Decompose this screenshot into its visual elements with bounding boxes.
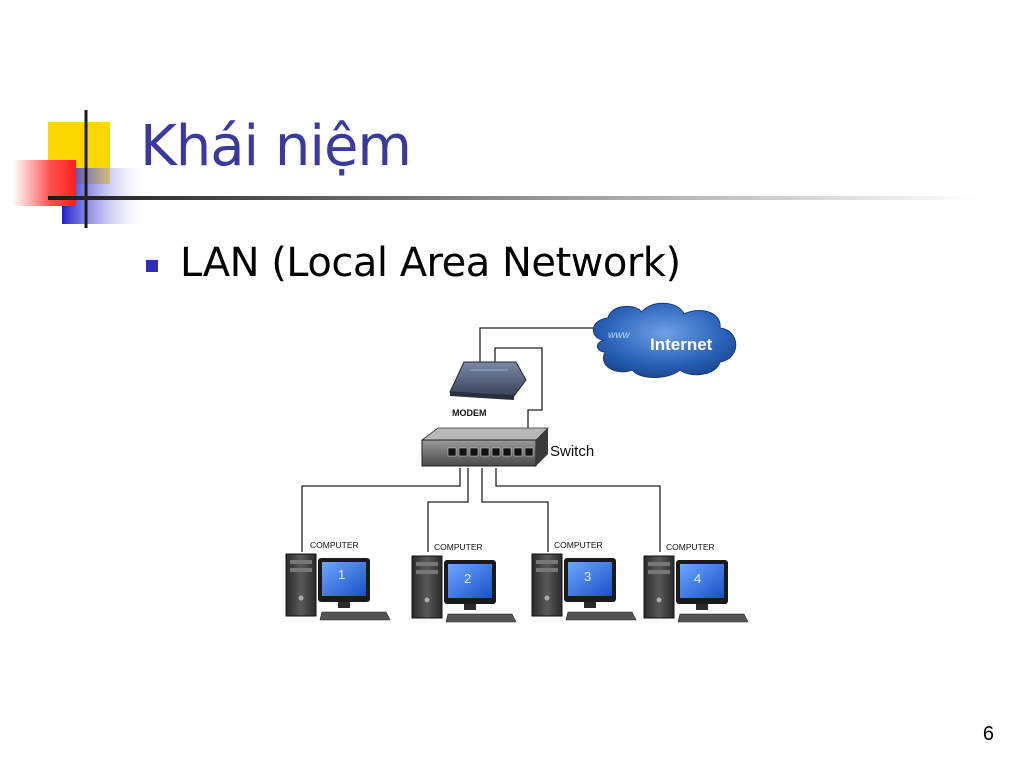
switch-label: Switch: [550, 443, 594, 460]
network-cables: [301, 327, 661, 552]
computer-3-icon: COMPUTER 3: [531, 540, 637, 621]
computer-number: 2: [464, 571, 471, 586]
cloud-prefix: www: [608, 330, 630, 341]
computer-number: 4: [694, 571, 701, 586]
switch-icon: Switch: [420, 427, 594, 467]
title-decoration: [12, 110, 978, 228]
bullet-square-icon: [146, 260, 158, 272]
slide-title: Khái niệm: [140, 114, 412, 179]
computer-caption: COMPUTER: [434, 542, 483, 552]
bullet-text: LAN (Local Area Network): [180, 240, 681, 286]
internet-label: Internet: [650, 335, 713, 354]
title-rule: [48, 196, 978, 200]
computer-1-icon: COMPUTER 1: [285, 540, 391, 621]
internet-cloud-icon: www Internet: [592, 302, 737, 378]
computer-2-icon: COMPUTER 2: [411, 542, 517, 623]
computer-caption: COMPUTER: [666, 542, 715, 552]
computer-number: 3: [584, 569, 591, 584]
lan-diagram: www Internet MODEM Switch COMPUTER: [285, 302, 749, 623]
page-number: 6: [982, 723, 994, 745]
computer-4-icon: COMPUTER 4: [643, 542, 749, 623]
computer-number: 1: [338, 567, 345, 582]
bullet-item: LAN (Local Area Network): [146, 237, 681, 289]
computer-caption: COMPUTER: [310, 540, 359, 550]
modem-icon: MODEM: [449, 361, 527, 418]
modem-label: MODEM: [452, 408, 487, 418]
computer-caption: COMPUTER: [554, 540, 603, 550]
